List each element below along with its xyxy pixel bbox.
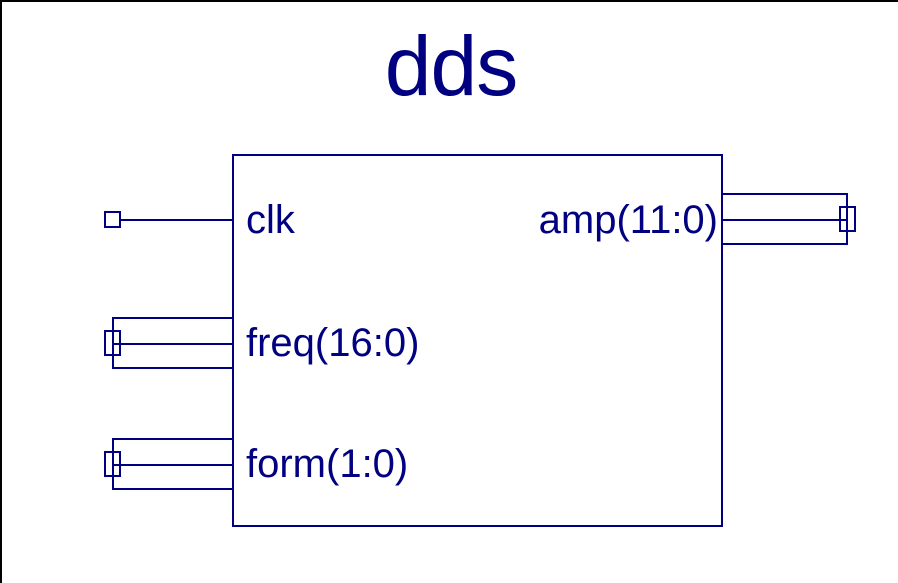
port-wire-form xyxy=(112,464,234,466)
port-wire-amp xyxy=(721,219,848,221)
page-title: dds xyxy=(384,19,518,113)
port-label-amp: amp(11:0) xyxy=(538,198,718,242)
port-label-clk: clk xyxy=(246,198,295,242)
port-wire-freq xyxy=(112,343,234,345)
port-pin-clk[interactable] xyxy=(104,211,121,228)
port-pin-freq[interactable] xyxy=(104,330,121,356)
port-pin-amp[interactable] xyxy=(839,206,856,232)
port-label-form: form(1:0) xyxy=(246,442,409,486)
port-pin-form[interactable] xyxy=(104,451,121,477)
block-symbol-dds[interactable] xyxy=(232,154,723,527)
port-wire-clk xyxy=(120,219,234,221)
port-label-freq: freq(16:0) xyxy=(246,321,420,365)
